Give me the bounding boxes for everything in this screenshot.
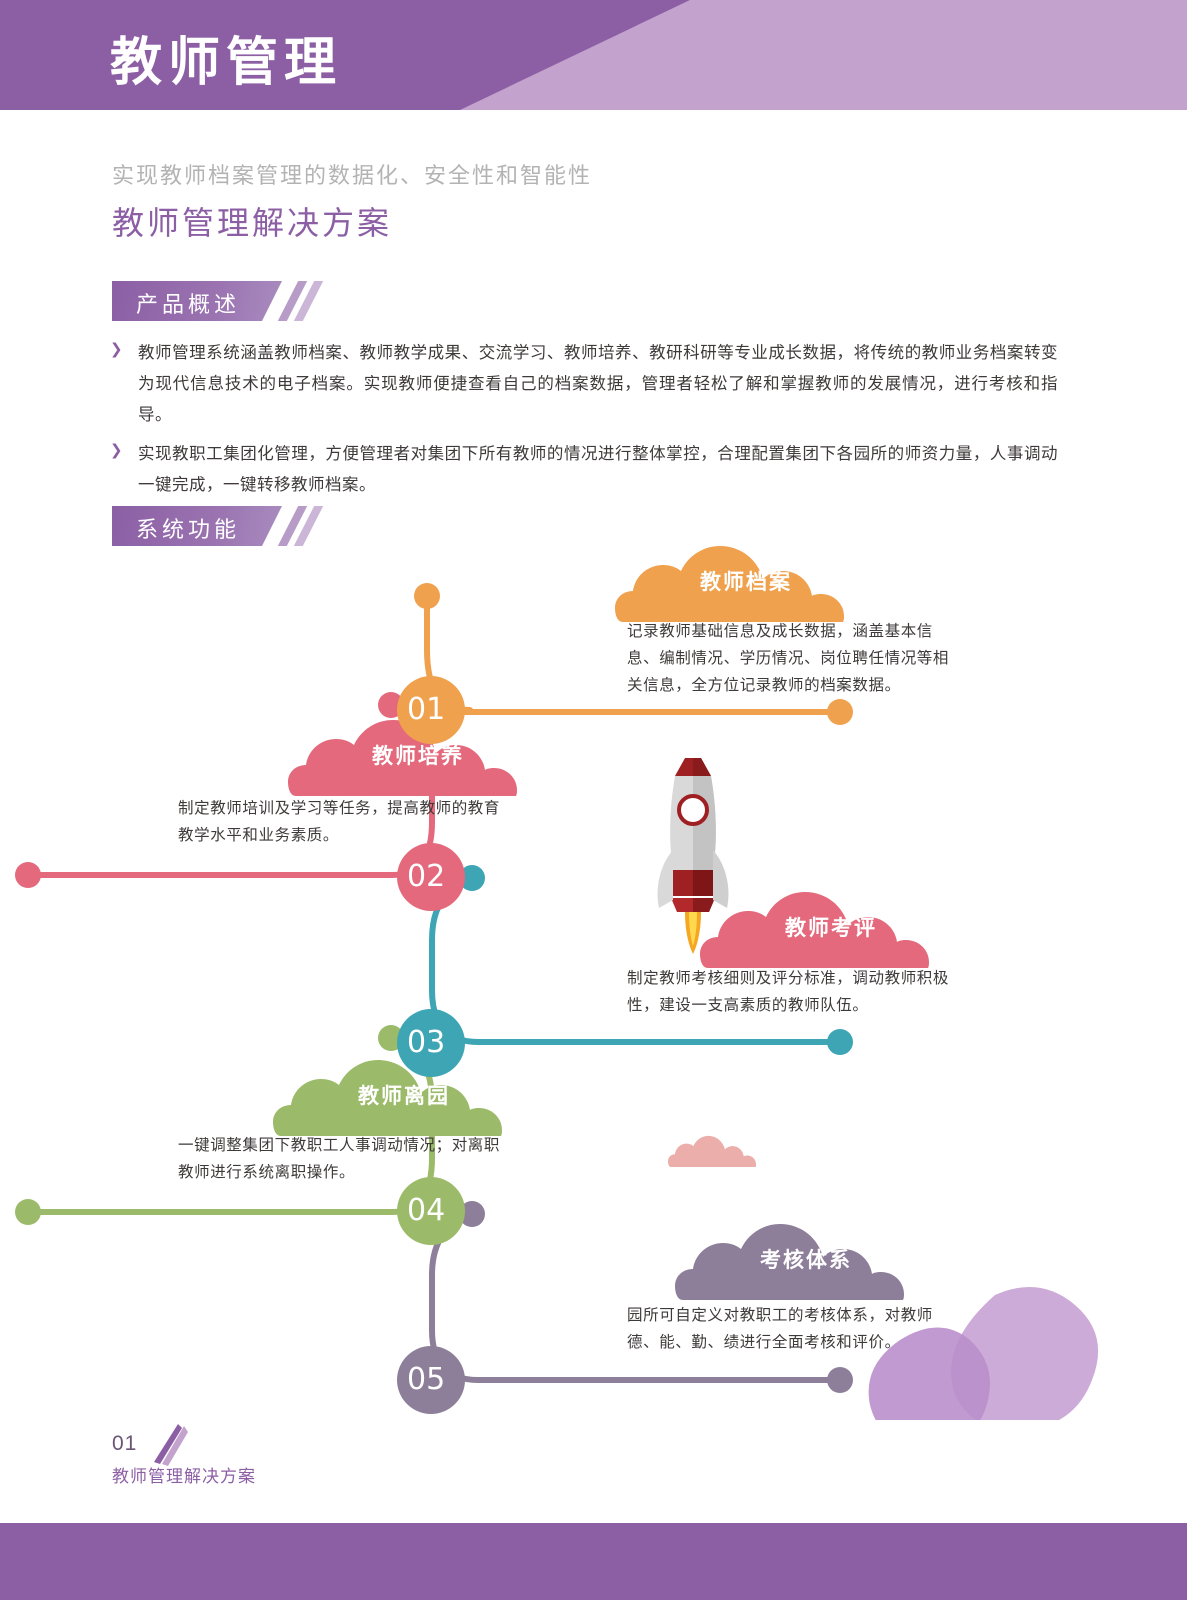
feature-desc-line: 关信息，全方位记录教师的档案数据。 [627, 677, 901, 694]
cloud-decor-small [668, 1135, 757, 1167]
cloud-label-02: 教师培养 [372, 744, 464, 768]
feature-desc-01: 记录教师基础信息及成长数据，涵盖基本信 息、编制情况、学历情况、岗位聘任情况等相… [627, 618, 1017, 699]
feature-desc-line: 记录教师基础信息及成长数据，涵盖基本信 [627, 623, 933, 640]
cloud-label-04: 教师离园 [358, 1084, 450, 1108]
footer-slash-icon [154, 1424, 188, 1466]
connector-dot-01-top [414, 583, 440, 609]
section-tag-plate [112, 281, 282, 321]
page-header: 教师管理 [0, 0, 1187, 110]
connector-dot-02-end [15, 862, 41, 888]
intro-title: 教师管理解决方案 [112, 205, 393, 241]
connector-dot-01-end [827, 699, 853, 725]
connector-dot-02-top [378, 692, 404, 718]
cloud-label-03: 教师考评 [785, 916, 877, 940]
step-number-04: 04 [407, 1193, 446, 1228]
feature-desc-line: 制定教师考核细则及评分标准，调动教师积极 [627, 970, 950, 987]
features-diagram: 教师档案 教师培养 教师考评 教师离园 考核体系 记录教师基础信息及成长数据，涵… [0, 540, 1187, 1420]
section-tag-label: 产品概述 [136, 292, 241, 317]
feature-desc-line: 性，建设一支高素质的教师队伍。 [627, 997, 869, 1014]
overview-bullet-list: ❯ 教师管理系统涵盖教师档案、教师教学成果、交流学习、教师培养、教研科研等专业成… [108, 338, 1058, 509]
feature-desc-line: 教学水平和业务素质。 [178, 827, 340, 844]
feature-desc-03: 制定教师考核细则及评分标准，调动教师积极 性，建设一支高素质的教师队伍。 [627, 965, 1017, 1019]
feature-desc-05: 园所可自定义对教职工的考核体系，对教师 德、能、勤、绩进行全面考核和评价。 [627, 1302, 1017, 1356]
footer-doc-name: 教师管理解决方案 [112, 1467, 256, 1486]
cloud-label-05: 考核体系 [760, 1248, 852, 1272]
intro-subtitle: 实现教师档案管理的数据化、安全性和智能性 [112, 163, 593, 188]
connector-dot-03-top [459, 865, 485, 891]
diagram-svg [15, 546, 1099, 1420]
feature-desc-02: 制定教师培训及学习等任务，提高教师的教育 教学水平和业务素质。 [178, 795, 568, 849]
page-title: 教师管理 [110, 33, 343, 93]
feature-desc-line: 德、能、勤、绩进行全面考核和评价。 [627, 1334, 901, 1351]
step-number-05: 05 [407, 1362, 446, 1397]
feature-desc-04: 一键调整集团下教职工人事调动情况；对离职 教师进行系统离职操作。 [178, 1132, 568, 1186]
chevron-right-icon: ❯ [110, 442, 123, 459]
list-item: ❯ 教师管理系统涵盖教师档案、教师教学成果、交流学习、教师培养、教研科研等专业成… [108, 338, 1058, 431]
connector-dot-04-end [15, 1199, 41, 1225]
connector-dot-03-end [827, 1029, 853, 1055]
section-tag-features: 系统功能 [112, 506, 342, 546]
feature-desc-line: 园所可自定义对教职工的考核体系，对教师 [627, 1307, 933, 1324]
step-number-03: 03 [407, 1025, 446, 1060]
connector-dot-05-top [459, 1201, 485, 1227]
step-number-01: 01 [407, 692, 446, 727]
step-number-02: 02 [407, 859, 446, 894]
section-tag-overview: 产品概述 [112, 281, 342, 321]
feature-desc-line: 教师进行系统离职操作。 [178, 1164, 356, 1181]
connector-dot-05-end [827, 1367, 853, 1393]
list-item: ❯ 实现教职工集团化管理，方便管理者对集团下所有教师的情况进行整体掌控，合理配置… [108, 439, 1058, 501]
rocket-icon [657, 758, 729, 954]
section-tag-label: 系统功能 [136, 517, 241, 542]
bullet-text: 实现教职工集团化管理，方便管理者对集团下所有教师的情况进行整体掌控，合理配置集团… [138, 445, 1058, 494]
chevron-right-icon: ❯ [110, 341, 123, 358]
feature-desc-line: 制定教师培训及学习等任务，提高教师的教育 [178, 800, 501, 817]
section-tag-plate [112, 506, 282, 546]
decor-blob-group [868, 1287, 1099, 1420]
feature-desc-line: 息、编制情况、学历情况、岗位聘任情况等相 [627, 650, 950, 667]
bullet-text: 教师管理系统涵盖教师档案、教师教学成果、交流学习、教师培养、教研科研等专业成长数… [138, 344, 1058, 424]
connector-dot-04-top [378, 1025, 404, 1051]
footer-page-number: 01 [112, 1432, 138, 1455]
feature-desc-line: 一键调整集团下教职工人事调动情况；对离职 [178, 1137, 501, 1154]
footer-bar [0, 1523, 1187, 1600]
cloud-label-01: 教师档案 [700, 570, 792, 594]
